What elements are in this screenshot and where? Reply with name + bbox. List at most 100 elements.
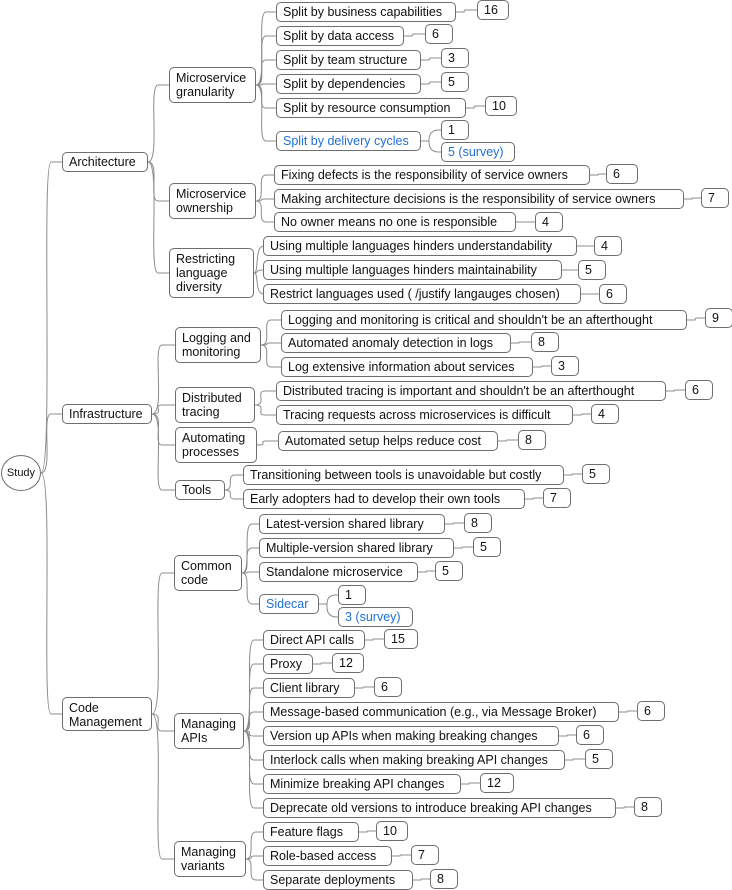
count-badge[interactable]: 12 [480,773,514,793]
count-badge[interactable]: 6 [425,24,453,44]
finding-node[interactable]: Message-based communication (e.g., via M… [263,702,619,722]
finding-node[interactable]: Tracing requests across microservices is… [276,405,573,425]
link-count [359,830,376,833]
link-leaf-early-adopters-had-to-develop-their-own- [224,489,243,500]
finding-node[interactable]: Log extensive information about services [281,357,533,377]
link-survey-count [319,603,338,618]
count-badge[interactable]: 4 [535,212,563,232]
finding-node[interactable]: Proxy [263,654,313,674]
finding-node[interactable]: Split by team structure [276,50,421,70]
count-badge[interactable]: 4 [591,404,619,424]
count-badge[interactable]: 16 [477,0,509,20]
group-distributed-tracing[interactable]: Distributed tracing [175,387,255,423]
finding-node[interactable]: Role-based access [263,846,392,866]
group-common-code[interactable]: Common code [174,555,242,591]
link-root-infrastructure [40,413,62,474]
count-badge[interactable]: 8 [430,869,458,889]
link-leaf-split-by-team-structure [255,59,276,86]
link-count [498,439,518,442]
count-badge[interactable]: 15 [384,629,418,649]
count-badge[interactable]: 5 [582,464,610,484]
finding-node[interactable]: Sidecar [259,594,319,614]
count-badge[interactable]: 1 [441,120,469,140]
finding-node[interactable]: Restrict languages used ( /justify langa… [263,284,581,304]
finding-node[interactable]: Making architecture decisions is the res… [274,189,684,209]
finding-node[interactable]: Deprecate old versions to introduce brea… [263,798,616,818]
group-managing-variants[interactable]: Managing variants [174,841,246,877]
count-badge[interactable]: 10 [376,821,408,841]
count-badge[interactable]: 1 [338,585,366,605]
count-badge[interactable]: 9 [705,308,732,328]
group-automating-processes[interactable]: Automating processes [175,427,257,463]
finding-node[interactable]: Using multiple languages hinders underst… [263,236,577,256]
finding-node[interactable]: No owner means no one is responsible [274,212,516,232]
finding-node[interactable]: Automated anomaly detection in logs [281,333,511,353]
count-badge[interactable]: 4 [594,236,622,256]
count-badge[interactable]: 5 [578,260,606,280]
count-badge[interactable]: 6 [685,380,713,400]
count-badge[interactable]: 6 [637,701,665,721]
finding-node[interactable]: Feature flags [263,822,359,842]
count-badge[interactable]: 6 [599,284,627,304]
finding-node[interactable]: Split by resource consumption [276,98,466,118]
group-restricting-language-diversity[interactable]: Restricting language diversity [169,248,254,298]
finding-node[interactable]: Multiple-version shared library [259,538,454,558]
count-badge[interactable]: 7 [543,488,571,508]
count-badge[interactable]: 3 [551,356,579,376]
finding-node[interactable]: Split by dependencies [276,74,421,94]
survey-count-badge[interactable]: 5 (survey) [441,142,515,162]
group-microservice-ownership[interactable]: Microservice ownership [169,183,256,219]
group-managing-apis[interactable]: Managing APIs [174,713,244,749]
root-node-study[interactable]: Study [1,455,41,491]
finding-node[interactable]: Minimize breaking API changes [263,774,461,794]
finding-node[interactable]: Automated setup helps reduce cost [278,431,498,451]
category-code-management[interactable]: Code Management [62,697,152,731]
finding-node[interactable]: Direct API calls [263,630,365,650]
count-badge[interactable]: 6 [606,164,638,184]
count-badge[interactable]: 5 [441,72,469,92]
group-logging-and-monitoring[interactable]: Logging and monitoring [175,327,261,363]
link-count [565,758,585,761]
count-badge[interactable]: 8 [518,430,546,450]
finding-node[interactable]: Distributed tracing is important and sho… [276,381,666,401]
link-leaf-role-based-access [245,855,263,860]
link-count [418,570,435,573]
count-badge[interactable]: 7 [411,845,439,865]
link-count [365,638,384,641]
category-infrastructure[interactable]: Infrastructure [62,404,152,424]
group-microservice-granularity[interactable]: Microservice granularity [169,67,256,103]
group-tools[interactable]: Tools [175,480,225,500]
count-badge[interactable]: 10 [485,96,517,116]
count-badge[interactable]: 3 [441,48,469,68]
count-badge[interactable]: 5 [585,749,613,769]
count-badge[interactable]: 6 [374,677,402,697]
finding-node[interactable]: Version up APIs when making breaking cha… [263,726,559,746]
finding-node[interactable]: Separate deployments [263,870,413,890]
count-badge[interactable]: 8 [634,797,662,817]
count-badge[interactable]: 6 [576,725,604,745]
finding-node[interactable]: Split by delivery cycles [276,131,421,151]
finding-node[interactable]: Standalone microservice [259,562,418,582]
finding-node[interactable]: Latest-version shared library [259,514,445,534]
link-tools [151,413,175,491]
finding-node[interactable]: Split by business capabilities [276,2,456,22]
link-leaf-split-by-dependencies [255,83,276,86]
finding-node[interactable]: Early adopters had to develop their own … [243,489,525,509]
category-architecture[interactable]: Architecture [62,152,148,172]
finding-node[interactable]: Using multiple languages hinders maintai… [263,260,562,280]
survey-count-badge[interactable]: 3 (survey) [338,607,413,627]
count-badge[interactable]: 8 [531,332,559,352]
finding-node[interactable]: Logging and monitoring is critical and s… [281,310,687,330]
finding-node[interactable]: Client library [263,678,355,698]
finding-node[interactable]: Interlock calls when making breaking API… [263,750,565,770]
link-managing-apis [151,713,174,732]
finding-node[interactable]: Fixing defects is the responsibility of … [274,165,590,185]
count-badge[interactable]: 8 [464,513,492,533]
finding-node[interactable]: Split by data access [276,26,404,46]
count-badge[interactable]: 5 [435,561,463,581]
count-badge[interactable]: 5 [473,537,501,557]
finding-node[interactable]: Transitioning between tools is unavoidab… [243,465,564,485]
count-badge[interactable]: 7 [701,188,729,208]
count-badge[interactable]: 12 [332,653,364,673]
